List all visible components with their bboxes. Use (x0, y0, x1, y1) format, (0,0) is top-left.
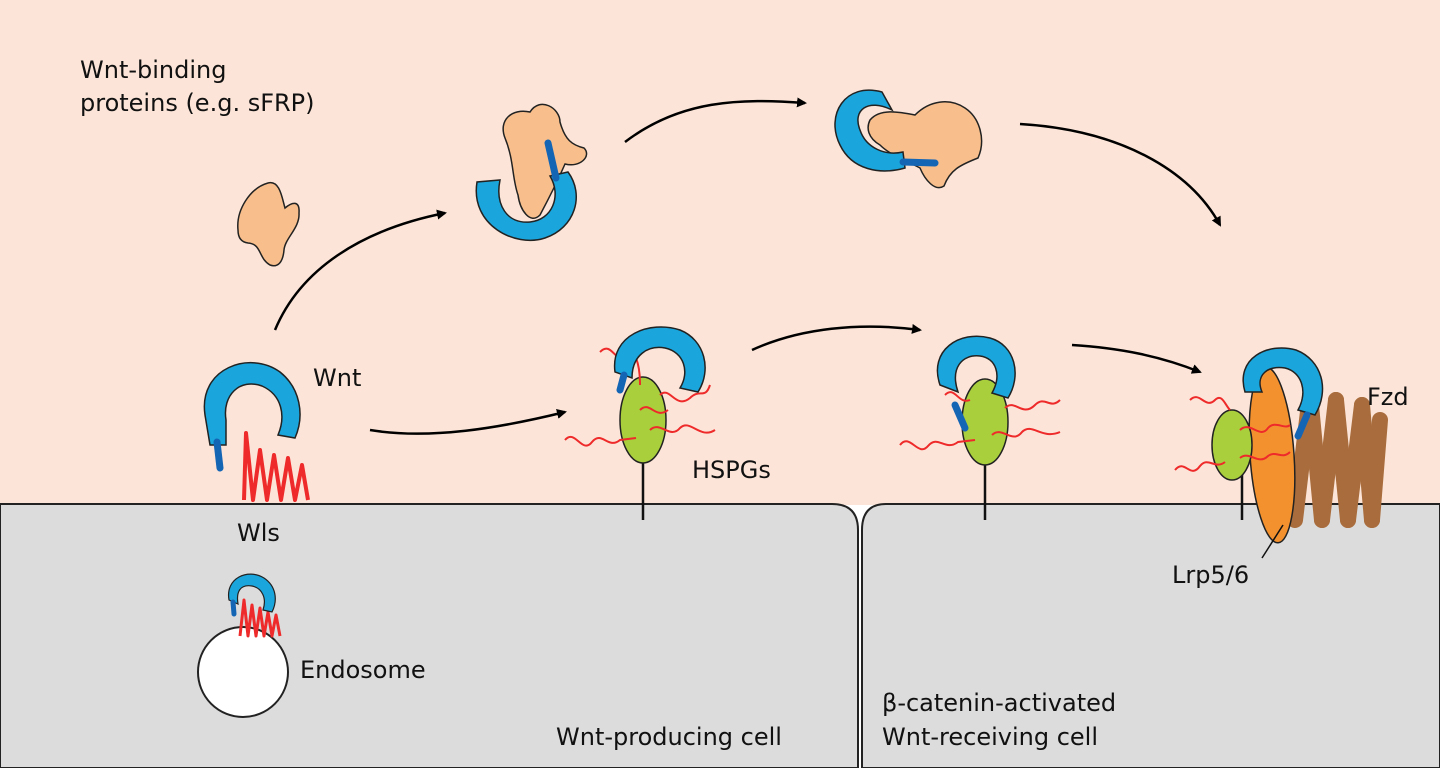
hspg-core (619, 376, 667, 464)
wnt-lipid-tail (616, 371, 628, 394)
wnt-lipid-tail (951, 401, 969, 432)
wnt-protein (936, 335, 1016, 399)
arrow-sfrp-to-receptor (1019, 122, 1222, 227)
wnt-protein (475, 171, 577, 242)
wnt-protein (1242, 347, 1324, 416)
wnt-binding-label-line1: Wnt-binding (80, 56, 227, 84)
wnt-protein (613, 326, 706, 393)
extracellular-space (0, 0, 1440, 505)
wnt-lipid-tail (213, 438, 224, 472)
hspgs-label: HSPGs (692, 456, 771, 484)
wnt-protein (203, 362, 301, 446)
wls-coil (242, 431, 310, 502)
wnt-lipid-tail (1294, 411, 1311, 440)
wnt-protein-small (228, 573, 276, 613)
wnt-label: Wnt (313, 364, 362, 392)
lrp-pointer-line (1261, 524, 1284, 559)
receiving-cell-label-line2: Wnt-receiving cell (882, 723, 1098, 751)
arrows (273, 97, 1222, 435)
wnt-lipid-tail (544, 139, 560, 182)
sfrp-protein (867, 101, 983, 189)
wnt-lipid-tail (899, 158, 939, 167)
arrow-to-hspg (369, 409, 567, 435)
receiving-cell-label-line1: β-catenin-activated (882, 689, 1117, 717)
hspg-1 (564, 326, 716, 520)
sfrp-wnt-complex-1 (475, 103, 588, 242)
wnt-lipid-tail-small (230, 599, 237, 617)
wls-coil-small (238, 598, 282, 638)
hspg-2 (899, 335, 1061, 520)
arrow-to-sfrp-complex (273, 209, 447, 331)
wnt-protein (834, 89, 906, 172)
receptor-complex (1174, 347, 1388, 559)
sfrp-wnt-complex-2 (834, 89, 983, 189)
sfrp-protein (502, 103, 588, 219)
lrp-hspg-core (1211, 409, 1253, 481)
fzd-label: Fzd (1367, 383, 1409, 411)
arrow-hspg-to-receptor (1071, 343, 1202, 374)
free-sfrp-protein (237, 182, 300, 267)
wnt-binding-label-line2: proteins (e.g. sFRP) (80, 89, 315, 117)
lrp-label: Lrp5/6 (1172, 561, 1250, 589)
endosome-group (197, 573, 289, 718)
arrow-hspg-transfer (751, 323, 922, 352)
arrow-sfrp-transport (624, 97, 807, 143)
wls-label: Wls (237, 519, 280, 547)
lrp-hspg-chains (1174, 396, 1291, 472)
wnt-wls-complex (203, 362, 310, 502)
endosome-vesicle (197, 626, 289, 718)
wnt-receiving-cell (861, 503, 1440, 768)
hspg-chains (899, 391, 1061, 451)
endosome-label: Endosome (300, 656, 426, 684)
producing-cell-label: Wnt-producing cell (556, 723, 782, 751)
